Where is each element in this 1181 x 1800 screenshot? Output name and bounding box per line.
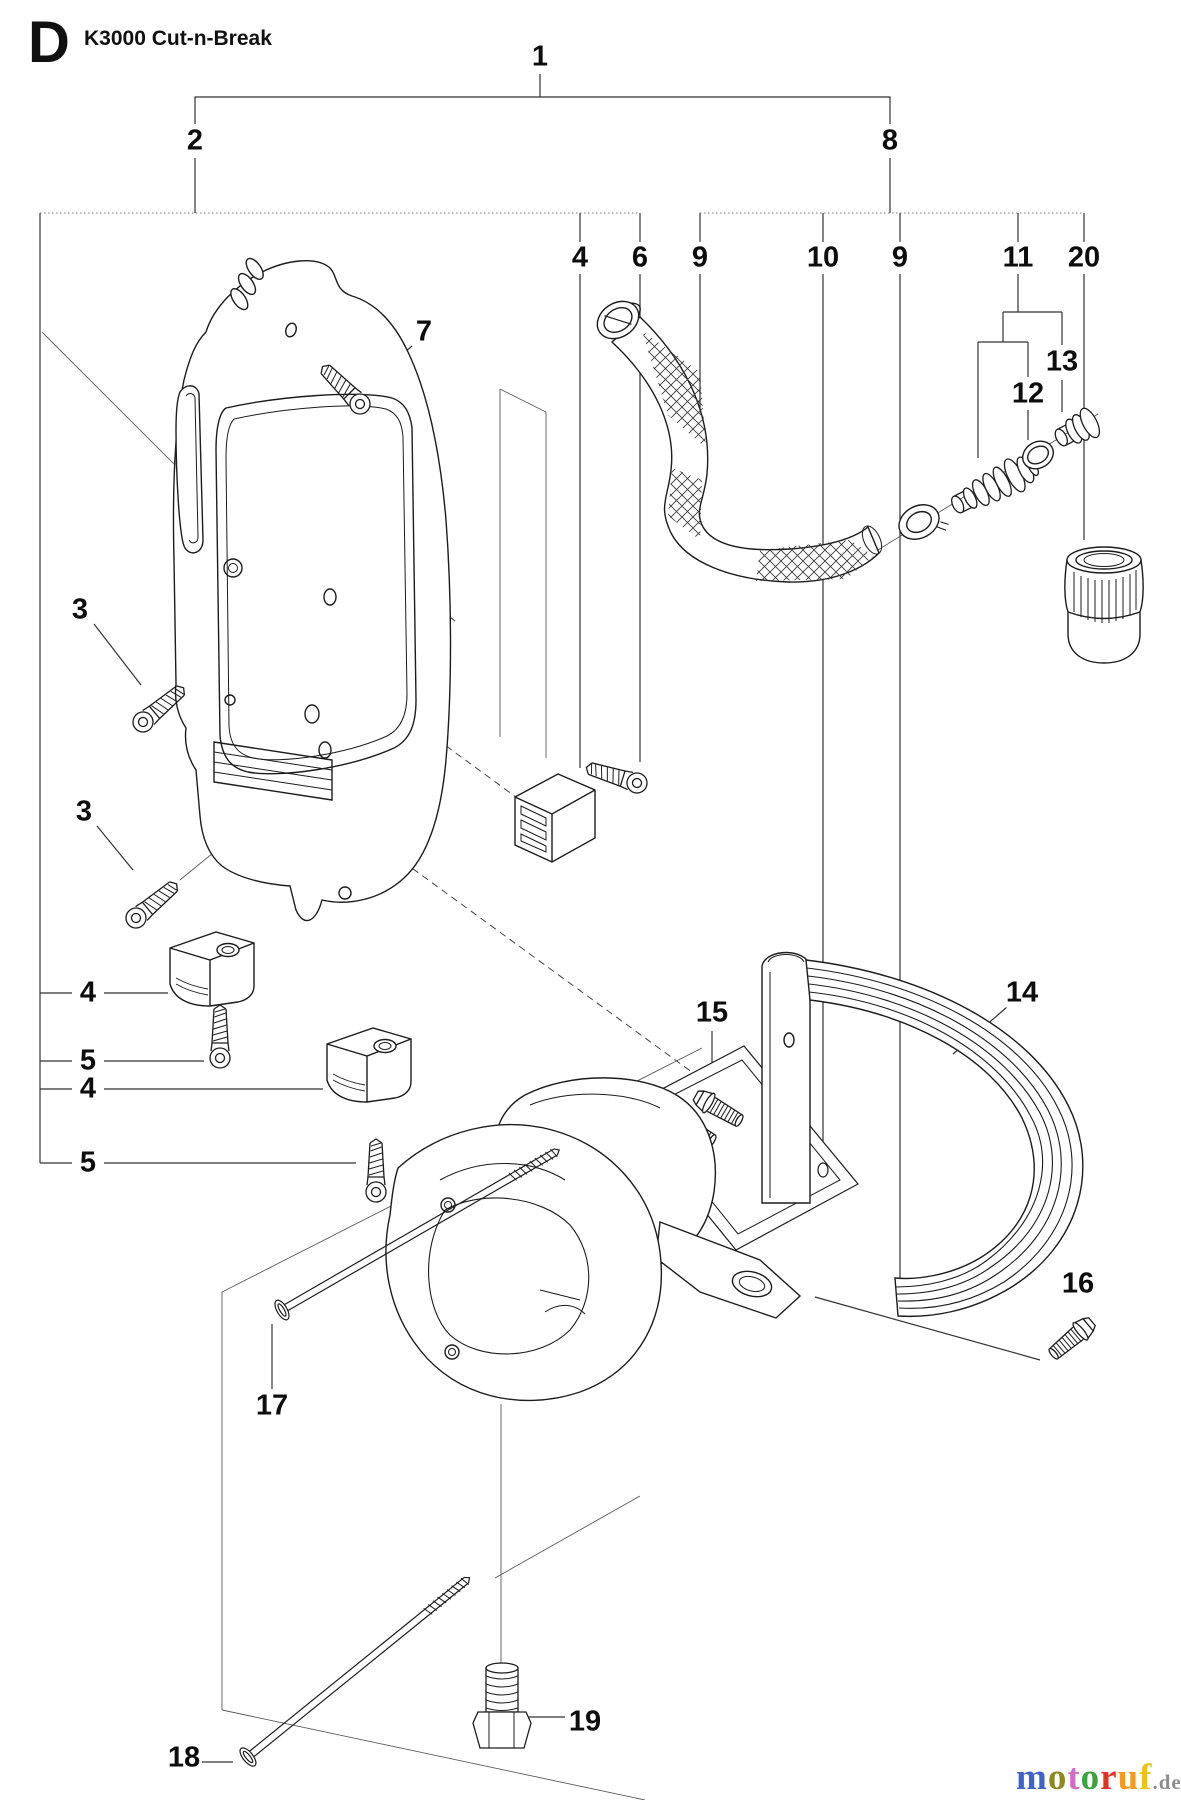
- wm-letter: t: [1067, 1757, 1081, 1798]
- callout-9-right: 9: [889, 241, 911, 274]
- callout-15: 15: [693, 996, 731, 1029]
- callout-16: 16: [1059, 1267, 1097, 1300]
- wm-letter: f: [1139, 1757, 1153, 1798]
- callout-2: 2: [184, 124, 206, 157]
- callout-3a: 3: [69, 593, 91, 626]
- screw-3b: [121, 875, 184, 933]
- connector-block-4c: [514, 773, 596, 863]
- handle-part-drawing: [761, 951, 1084, 1318]
- callout-12: 12: [1009, 377, 1047, 410]
- screw-5b: [365, 1138, 387, 1203]
- callout-4a: 4: [77, 976, 99, 1009]
- motoruf-watermark-logo: motoruf.de: [1016, 1756, 1181, 1799]
- wm-letter: m: [1016, 1757, 1048, 1798]
- water-hose-part-drawing: [610, 316, 883, 583]
- callout-20: 20: [1065, 241, 1103, 274]
- clamp-block-4b: [326, 1027, 412, 1103]
- callout-8: 8: [879, 124, 901, 157]
- wm-letter: r: [1100, 1757, 1118, 1798]
- nipple-fitting-13: [1054, 407, 1101, 447]
- callout-6: 6: [629, 241, 651, 274]
- wm-domain-suffix: .de: [1152, 1770, 1181, 1794]
- callout-7: 7: [413, 315, 435, 348]
- callout-10: 10: [804, 241, 842, 274]
- page-index-letter: D: [28, 10, 70, 75]
- callout-11: 11: [1000, 241, 1036, 274]
- engine-housing-drawing: [385, 1077, 802, 1402]
- callout-5a: 5: [77, 1044, 99, 1077]
- callout-1: 1: [529, 40, 551, 73]
- callout-14: 14: [1003, 976, 1041, 1009]
- callout-19: 19: [566, 1705, 604, 1738]
- cover-part-drawing: [172, 257, 452, 922]
- callout-17: 17: [253, 1389, 291, 1422]
- long-bolt-18: [239, 1576, 471, 1767]
- clamp-block-4a: [169, 931, 255, 1007]
- o-ring-12: [1021, 440, 1055, 470]
- wm-letter: o: [1080, 1757, 1101, 1798]
- long-bolt-17: [274, 1148, 560, 1321]
- hex-bolt-19: [472, 1662, 532, 1749]
- screw-16: [1044, 1312, 1100, 1365]
- hose-coupling-20: [1064, 546, 1144, 664]
- wm-letter: u: [1117, 1757, 1140, 1798]
- callout-5b: 5: [77, 1146, 99, 1179]
- callout-13: 13: [1043, 345, 1081, 378]
- hose-cap-9a: [596, 300, 641, 340]
- callout-lines: [39, 74, 1085, 1763]
- hose-clamp-ring-9b: [898, 504, 949, 540]
- callout-4b: 4: [77, 1072, 99, 1105]
- page-title: K3000 Cut-n-Break: [84, 27, 272, 50]
- callout-9-left: 9: [689, 241, 711, 274]
- screw-5a: [209, 1004, 231, 1069]
- callout-4-top: 4: [569, 241, 591, 274]
- wm-letter: o: [1047, 1757, 1068, 1798]
- callout-3b: 3: [73, 795, 95, 828]
- callout-18: 18: [165, 1741, 203, 1774]
